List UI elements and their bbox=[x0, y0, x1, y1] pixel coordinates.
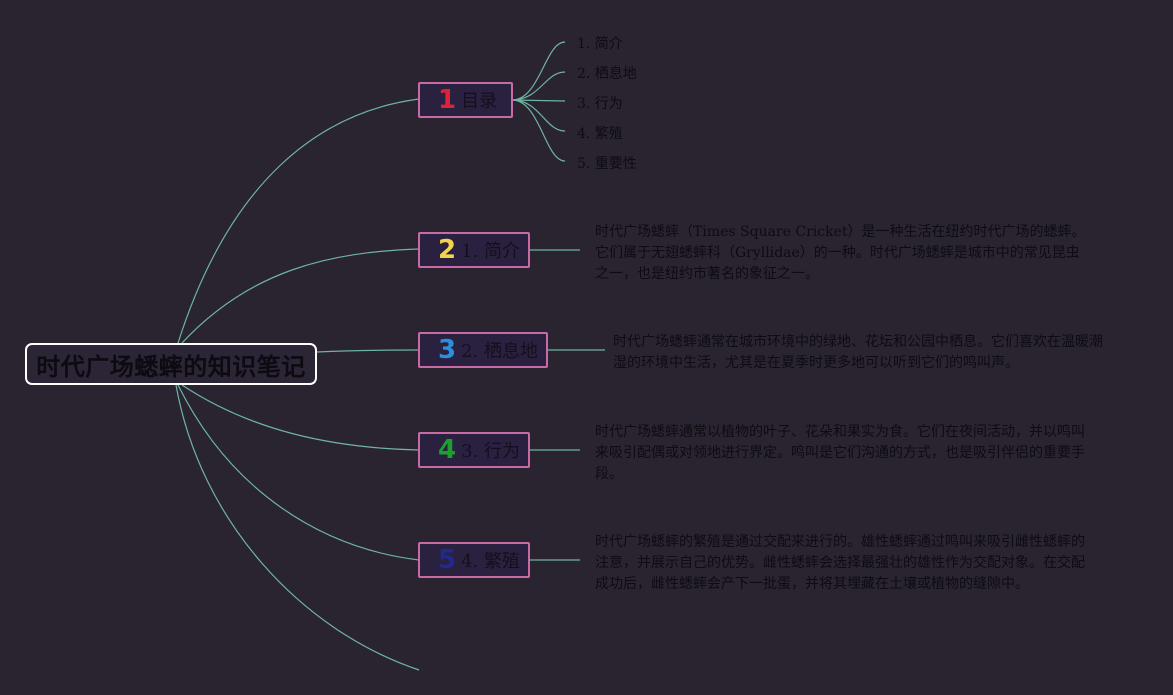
branch-label: 目录 bbox=[461, 91, 498, 112]
number-badge: 4 bbox=[438, 435, 457, 465]
branch-reproduction[interactable]: 5 4. 繁殖 bbox=[418, 542, 530, 578]
branch-toc[interactable]: 1 目录 bbox=[418, 82, 513, 118]
toc-item[interactable]: 4. 繁殖 bbox=[577, 126, 623, 142]
number-badge: 1 bbox=[438, 85, 457, 115]
root-topic-label: 时代广场蟋蟀的知识笔记 bbox=[36, 352, 306, 381]
toc-item[interactable]: 2. 栖息地 bbox=[577, 66, 637, 82]
number-badge: 3 bbox=[438, 335, 457, 365]
branch-label: 3. 行为 bbox=[461, 441, 520, 462]
branch-label: 2. 栖息地 bbox=[461, 341, 538, 362]
behavior-description: 时代广场蟋蟀通常以植物的叶子、花朵和果实为食。它们在夜间活动，并以鸣叫来吸引配偶… bbox=[595, 424, 1085, 482]
toc-item[interactable]: 5. 重要性 bbox=[577, 156, 637, 172]
branch-intro[interactable]: 2 1. 简介 bbox=[418, 232, 530, 268]
number-badge: 5 bbox=[438, 545, 457, 575]
habitat-description: 时代广场蟋蟀通常在城市环境中的绿地、花坛和公园中栖息。它们喜欢在温暖潮湿的环境中… bbox=[613, 334, 1103, 371]
branch-label: 1. 简介 bbox=[461, 241, 520, 262]
root-topic[interactable]: 时代广场蟋蟀的知识笔记 bbox=[25, 343, 317, 385]
branch-habitat[interactable]: 3 2. 栖息地 bbox=[418, 332, 548, 368]
toc-item[interactable]: 3. 行为 bbox=[577, 96, 623, 112]
branch-behavior[interactable]: 4 3. 行为 bbox=[418, 432, 530, 468]
intro-description: 时代广场蟋蟀（Times Square Cricket）是一种生活在纽约时代广场… bbox=[595, 224, 1086, 282]
branch-label: 4. 繁殖 bbox=[461, 551, 520, 572]
reproduction-description: 时代广场蟋蟀的繁殖是通过交配来进行的。雄性蟋蟀通过鸣叫来吸引雌性蟋蟀的注意，并展… bbox=[595, 534, 1085, 592]
number-badge: 2 bbox=[438, 235, 457, 265]
toc-item[interactable]: 1. 简介 bbox=[577, 36, 623, 52]
